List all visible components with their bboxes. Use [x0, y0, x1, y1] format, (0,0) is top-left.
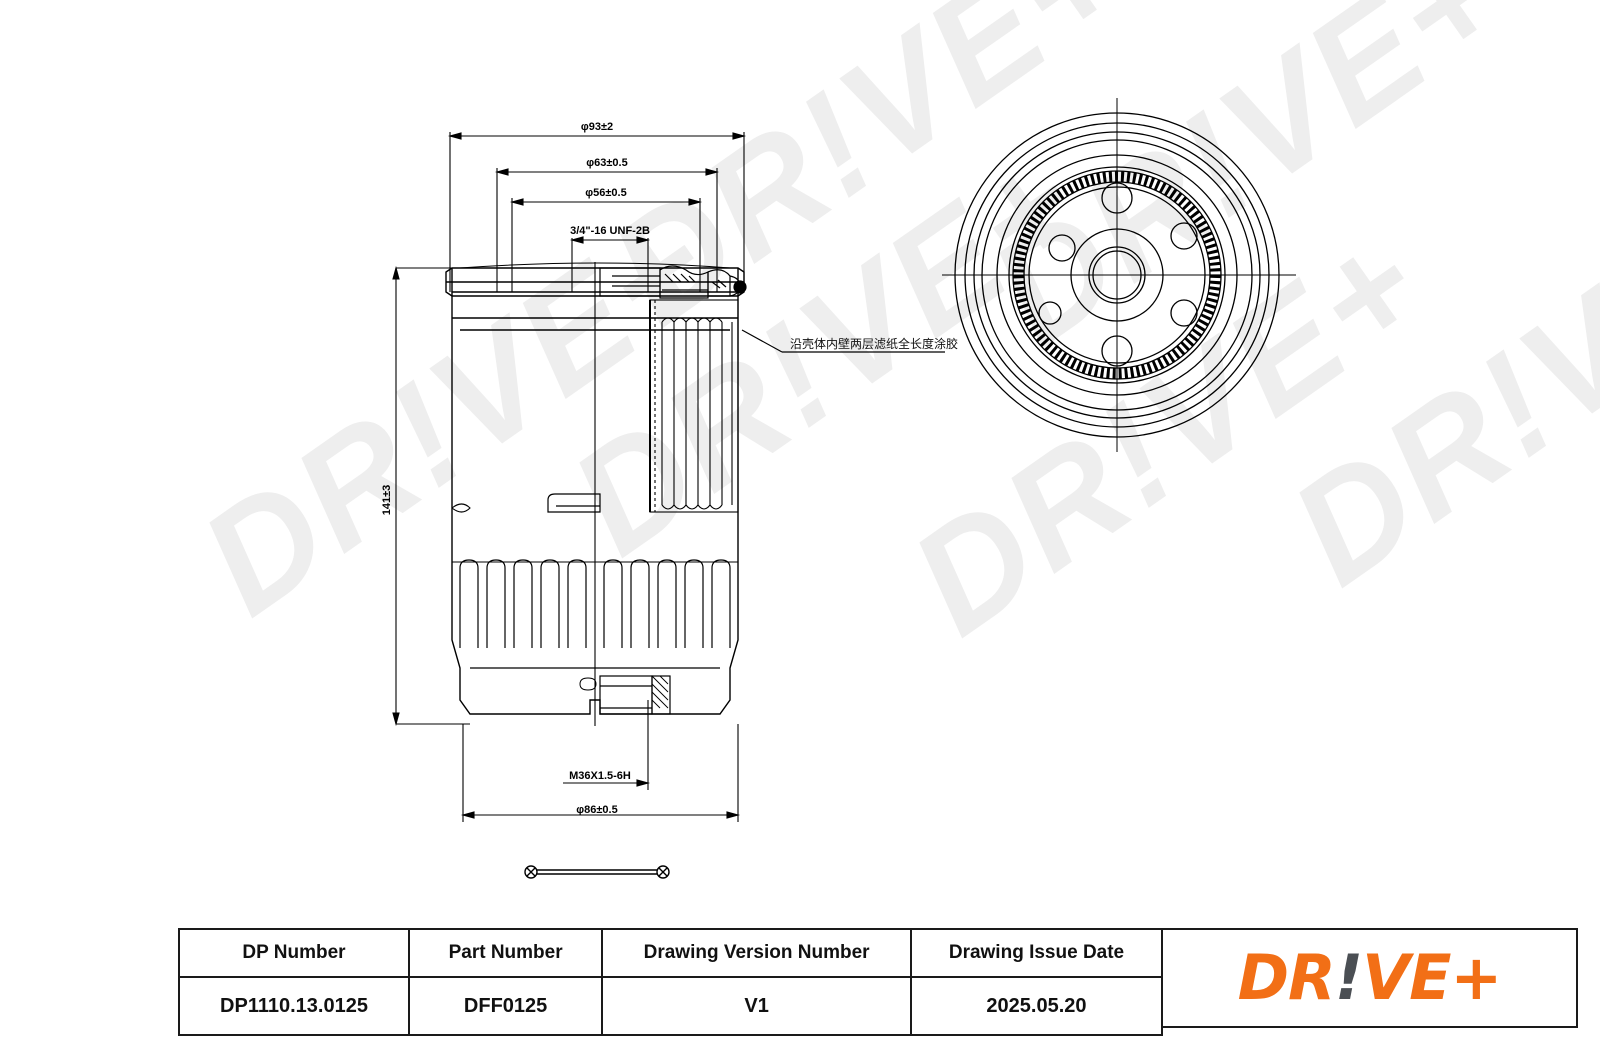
- header-part-number: Part Number: [407, 928, 604, 978]
- logo-part-veplus: VE+: [1362, 941, 1502, 1014]
- header-dp-number: DP Number: [178, 928, 410, 978]
- table-header-row: DP Number Part Number Drawing Version Nu…: [178, 928, 1164, 978]
- dimension-seal-outer-diameter: φ63±0.5: [586, 157, 627, 169]
- logo-exclamation-icon: !: [1334, 941, 1363, 1014]
- value-part-number: DFF0125: [407, 976, 604, 1036]
- value-issue-date: 2025.05.20: [909, 976, 1164, 1036]
- dimension-seal-inner-diameter: φ56±0.5: [585, 187, 626, 199]
- table-value-row: DP1110.13.0125 DFF0125 V1 2025.05.20: [178, 976, 1164, 1036]
- value-drawing-version: V1: [601, 976, 912, 1036]
- port-hole: [1170, 222, 1198, 250]
- logo-text: DR!VE+: [1238, 947, 1503, 1009]
- port-hole: [1038, 301, 1062, 325]
- dimension-overall-height: 141±3: [381, 485, 393, 516]
- filter-section-view: [445, 262, 747, 726]
- top-dimension-group: [447, 132, 747, 292]
- port-hole: [1048, 234, 1076, 262]
- port-hole: [1101, 182, 1133, 214]
- port-hole: [1101, 335, 1133, 367]
- header-drawing-version: Drawing Version Number: [601, 928, 912, 978]
- dimension-thread-bottom: M36X1.5-6H: [569, 770, 631, 782]
- filter-top-view: [942, 98, 1296, 452]
- title-block: DP Number Part Number Drawing Version Nu…: [178, 928, 1578, 1036]
- title-block-table: DP Number Part Number Drawing Version Nu…: [178, 928, 1164, 1036]
- bottom-dimension-group: [460, 700, 741, 822]
- gasket-hatch: [1013, 171, 1221, 379]
- dimension-body-diameter: φ86±0.5: [576, 804, 617, 816]
- watermark-layer: DR!VE+ DR!VE+ DR!VE+ DR!VE+ DR!VE+ DR!VE…: [172, 0, 1600, 666]
- annotation-leader: [741, 329, 945, 353]
- dimension-thread-top: 3/4"-16 UNF-2B: [570, 225, 650, 237]
- brand-logo: DR!VE+: [1163, 928, 1578, 1028]
- value-dp-number: DP1110.13.0125: [178, 976, 410, 1036]
- logo-part-dr: DR: [1237, 941, 1336, 1014]
- dimension-outer-diameter: φ93±2: [581, 121, 613, 133]
- header-issue-date: Drawing Issue Date: [909, 928, 1164, 978]
- annotation-note-text: 沿壳体内壁两层滤纸全长度涂胶: [790, 336, 958, 351]
- port-hole: [1170, 299, 1198, 327]
- oring-part-view: [524, 865, 670, 879]
